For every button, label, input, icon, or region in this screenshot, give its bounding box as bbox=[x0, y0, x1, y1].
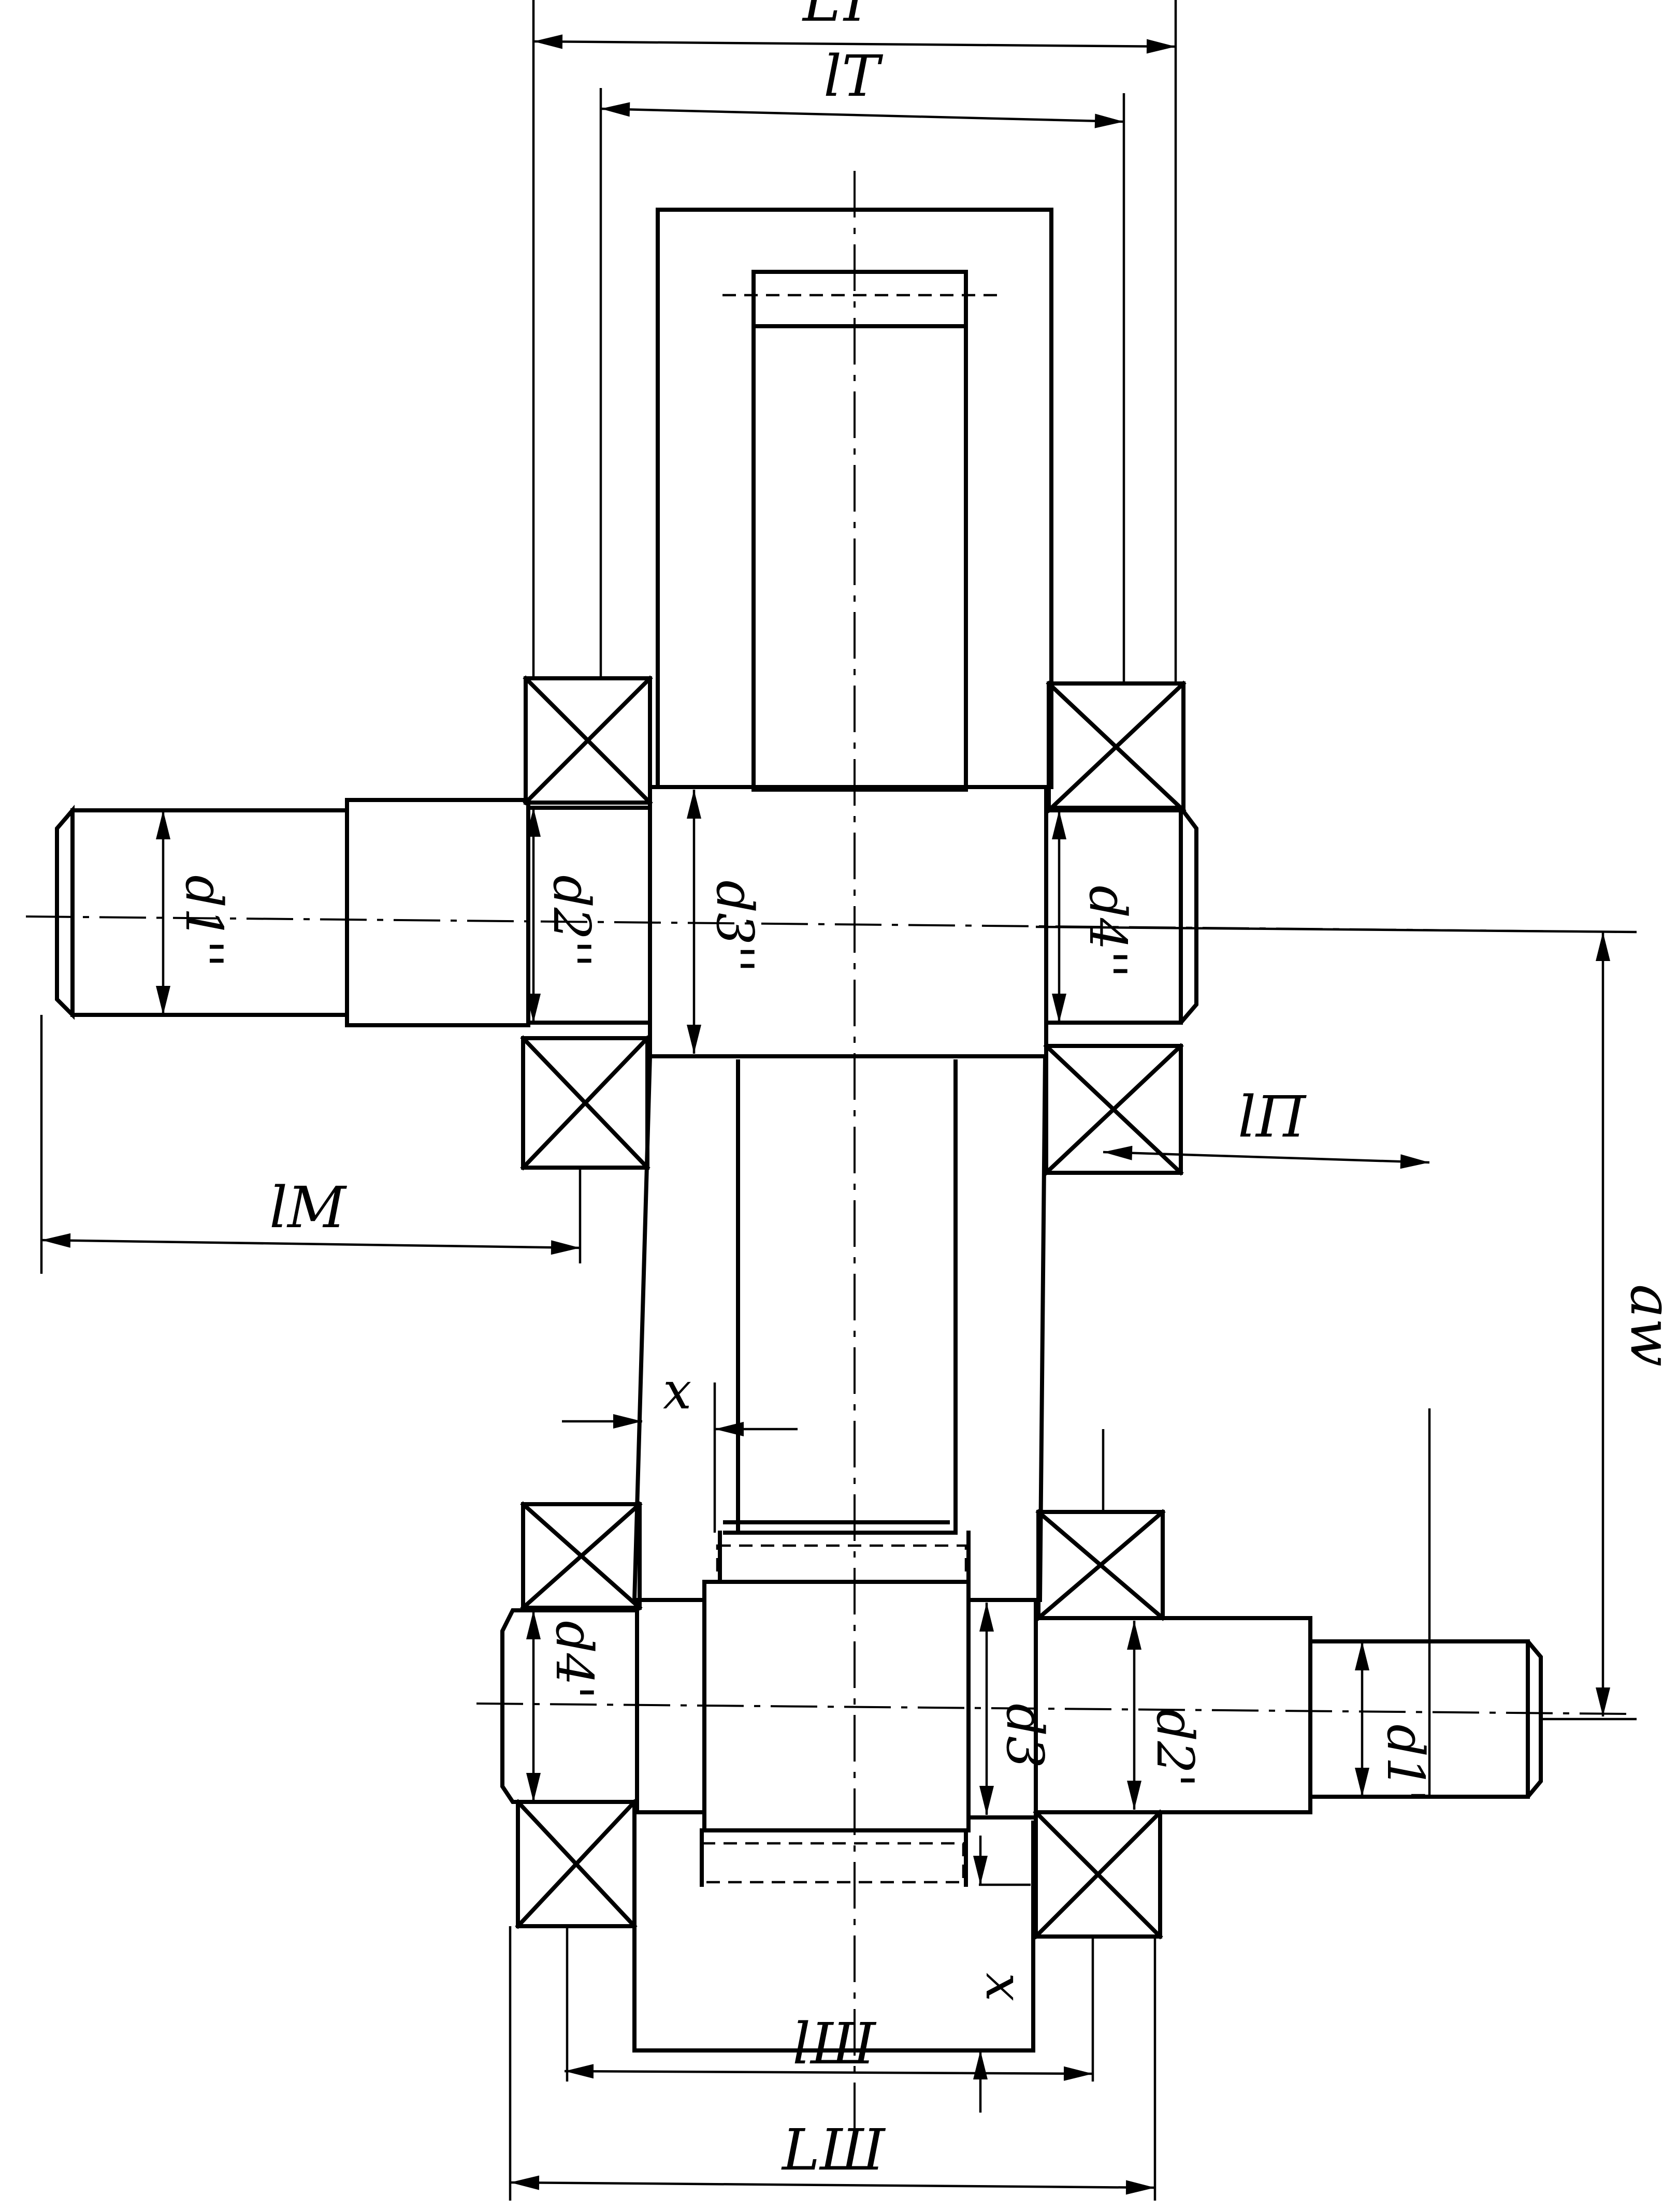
extension-lines bbox=[40, 0, 1637, 2201]
bearing-upper-left-bottom bbox=[520, 1035, 650, 1171]
dim-L-Sh bbox=[510, 2175, 1155, 2195]
lower-bearings bbox=[515, 1501, 1166, 1940]
wheel-hub bbox=[648, 785, 1048, 1058]
bearing-lower-left-top bbox=[520, 1501, 643, 1611]
pinion-body bbox=[702, 1580, 971, 1832]
lower-shaft-axis bbox=[476, 1702, 1627, 1715]
label-L-T: LT bbox=[802, 0, 878, 34]
bearing-lower-left-bottom bbox=[515, 1799, 638, 1929]
lower-shaft-right-spacer bbox=[966, 1598, 1038, 1820]
gear-wheel bbox=[722, 270, 997, 1535]
pinion-teeth-bottom bbox=[700, 1842, 965, 1884]
label-d4-dbl: d4'' bbox=[1078, 885, 1137, 978]
label-d3-low: d3 bbox=[995, 1704, 1054, 1768]
label-a-w: aw bbox=[1618, 1284, 1677, 1367]
label-x-upper: x bbox=[663, 1362, 691, 1421]
label-d1-sgl: d1' bbox=[1376, 1724, 1435, 1803]
center-lines bbox=[25, 171, 1632, 2149]
lower-shaft-left-spacer bbox=[635, 1598, 706, 1814]
label-l-M: lМ bbox=[269, 1174, 347, 1241]
label-d1-dbl: d1'' bbox=[174, 875, 233, 968]
bearing-upper-left-top bbox=[523, 675, 653, 806]
dim-l-M bbox=[41, 1233, 581, 1255]
bearing-upper-right-bottom bbox=[1043, 1043, 1184, 1176]
bearing-lower-right-top bbox=[1035, 1509, 1166, 1621]
pinion-teeth-top bbox=[716, 1544, 967, 1583]
bearing-lower-right-bottom bbox=[1033, 1809, 1163, 1940]
wheel-rim-top bbox=[751, 270, 968, 792]
dim-L-T bbox=[533, 34, 1176, 54]
housing bbox=[632, 208, 1053, 2053]
label-x-lower: x bbox=[974, 1973, 1033, 2001]
upper-shaft-left-end bbox=[55, 805, 75, 1020]
upper-shaft-left-steps bbox=[70, 798, 649, 1027]
label-L-Sh: LШ bbox=[781, 2117, 886, 2183]
lower-shaft-right-steps bbox=[1034, 1616, 1543, 1814]
label-l-T: lT bbox=[823, 43, 884, 109]
dim-l-P bbox=[1103, 1145, 1430, 1169]
housing-top bbox=[656, 208, 1053, 789]
dim-l-Sh bbox=[564, 2064, 1093, 2081]
dim-l-T bbox=[600, 102, 1124, 128]
bearing-upper-right-top bbox=[1046, 680, 1187, 813]
upper-shaft-right-end bbox=[1044, 806, 1198, 1025]
label-l-Sh: lШ bbox=[792, 2011, 877, 2077]
labels: LT lT lМ lП aw x x lШ LШ d1'' d2'' d3'' … bbox=[174, 0, 1677, 2183]
label-d2-sgl: d2' bbox=[1145, 1709, 1204, 1787]
label-l-P: lП bbox=[1238, 1084, 1307, 1150]
upper-bearings bbox=[520, 675, 1187, 1176]
label-d2-dbl: d2'' bbox=[542, 875, 601, 968]
label-d3-dbl: d3'' bbox=[705, 880, 764, 973]
label-d4-sgl: d4' bbox=[544, 1621, 603, 1699]
dimension-lines bbox=[41, 34, 1610, 2195]
